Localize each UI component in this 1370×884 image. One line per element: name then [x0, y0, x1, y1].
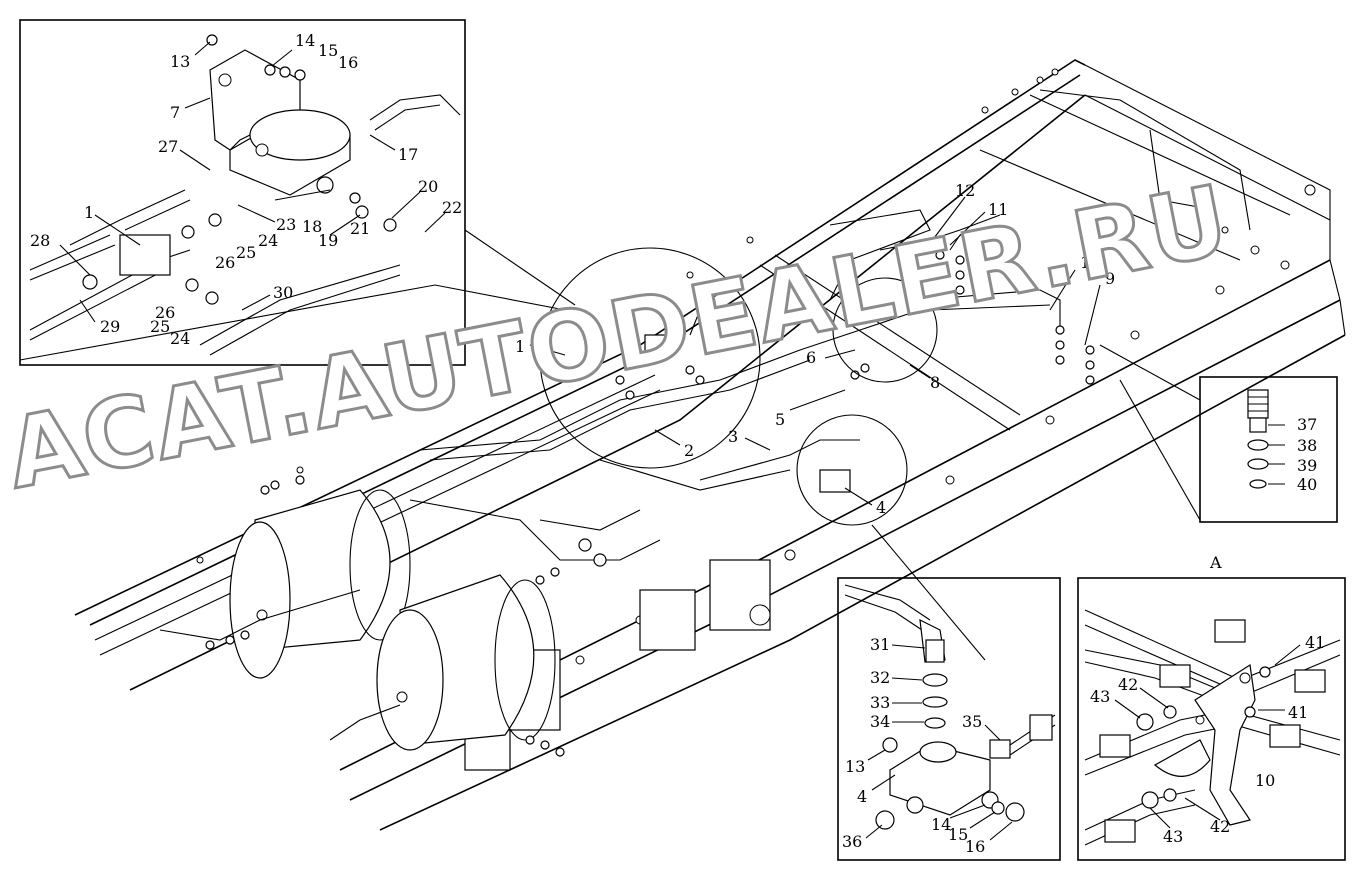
inset1-callout-23: 23 [276, 215, 296, 234]
callout-7: 7 [697, 299, 707, 318]
inset1-callout-17: 17 [398, 145, 418, 164]
inset1-callout-30: 30 [273, 283, 293, 302]
inset1-callout-1: 1 [84, 203, 94, 222]
inset-bottom-right: 41 42 43 41 10 43 42 [1077, 577, 1346, 861]
view-a-marker: A [814, 311, 827, 330]
callout-12: 12 [955, 181, 975, 200]
inset1-callout-18: 18 [302, 217, 322, 236]
inset3-callout-16: 16 [965, 837, 985, 856]
inset2-callout-38: 38 [1297, 436, 1317, 455]
frame-holes [196, 68, 1316, 744]
inset1-callout-25a: 25 [236, 243, 256, 262]
callout-10: 10 [1080, 253, 1100, 272]
inset2-callout-39: 39 [1297, 456, 1317, 475]
callout-2: 2 [684, 441, 694, 460]
inset-right-small: 37 38 39 40 [1199, 376, 1338, 523]
inset2-callout-37: 37 [1297, 415, 1317, 434]
detail-circle-4 [796, 414, 908, 526]
inset4-callout-43b: 43 [1163, 827, 1183, 846]
inset3-callout-13: 13 [845, 757, 865, 776]
callout-9: 9 [1105, 269, 1115, 288]
inset1-callout-21: 21 [350, 219, 370, 238]
inset4-callout-41a: 41 [1305, 633, 1325, 652]
inset1-callout-13: 13 [170, 52, 190, 71]
inset1-callout-24b: 24 [170, 329, 190, 348]
inset1-callout-15: 15 [318, 41, 338, 60]
callout-5: 5 [775, 410, 785, 429]
pipe-lines [159, 209, 1061, 741]
main-callouts: 1 2 3 4 5 6 7 8 9 10 11 12 A [515, 181, 1115, 517]
callout-6: 6 [806, 348, 816, 367]
inset-top-left: 13 14 15 16 7 17 27 1 18 23 24 19 20 22 … [19, 19, 466, 366]
inset1-callout-28: 28 [30, 231, 50, 250]
inset3-callout-15: 15 [948, 825, 968, 844]
inset3-callout-31: 31 [870, 635, 890, 654]
inset4-callout-42a: 42 [1118, 675, 1138, 694]
air-tank-lower [376, 574, 556, 751]
inset3-callout-34: 34 [870, 712, 890, 731]
inset1-callout-19: 19 [318, 231, 338, 250]
inset-bottom-middle: 31 32 33 34 35 13 4 14 15 16 36 [837, 577, 1061, 861]
inset4-callout-10: 10 [1255, 771, 1275, 790]
inset3-callout-33: 33 [870, 693, 890, 712]
inset1-callout-16: 16 [338, 53, 358, 72]
inset1-callout-24: 24 [258, 231, 278, 250]
inset3-callout-14: 14 [931, 815, 951, 834]
callout-3: 3 [728, 427, 738, 446]
inset1-callout-22: 22 [442, 198, 462, 217]
detail-circle-valve [539, 247, 761, 469]
inset3-callout-35: 35 [962, 712, 982, 731]
inset4-callout-43a: 43 [1090, 687, 1110, 706]
inset4-callout-41b: 41 [1288, 703, 1308, 722]
inset3-callout-32: 32 [870, 668, 890, 687]
inset1-callout-26b: 26 [155, 303, 175, 322]
inset3-callout-36: 36 [842, 832, 862, 851]
callout-8: 8 [930, 373, 940, 392]
inset4-callout-42b: 42 [1210, 817, 1230, 836]
inset2-callout-40: 40 [1297, 475, 1317, 494]
inset1-callout-20: 20 [418, 177, 438, 196]
inset1-callout-7: 7 [170, 103, 180, 122]
callout-11: 11 [988, 200, 1008, 219]
inset1-callout-25b: 25 [150, 317, 170, 336]
callout-4: 4 [876, 498, 886, 517]
inset1-callout-26a: 26 [215, 253, 235, 272]
inset1-callout-29: 29 [100, 317, 120, 336]
air-tank-upper [229, 489, 411, 679]
inset1-callout-27: 27 [158, 137, 178, 156]
inset1-callout-14: 14 [295, 31, 315, 50]
inset3-callout-4: 4 [857, 787, 867, 806]
fittings [205, 235, 1095, 757]
inset4-title-a: A [1209, 553, 1222, 572]
callout-1: 1 [515, 337, 525, 356]
detail-circle-a [832, 277, 938, 383]
